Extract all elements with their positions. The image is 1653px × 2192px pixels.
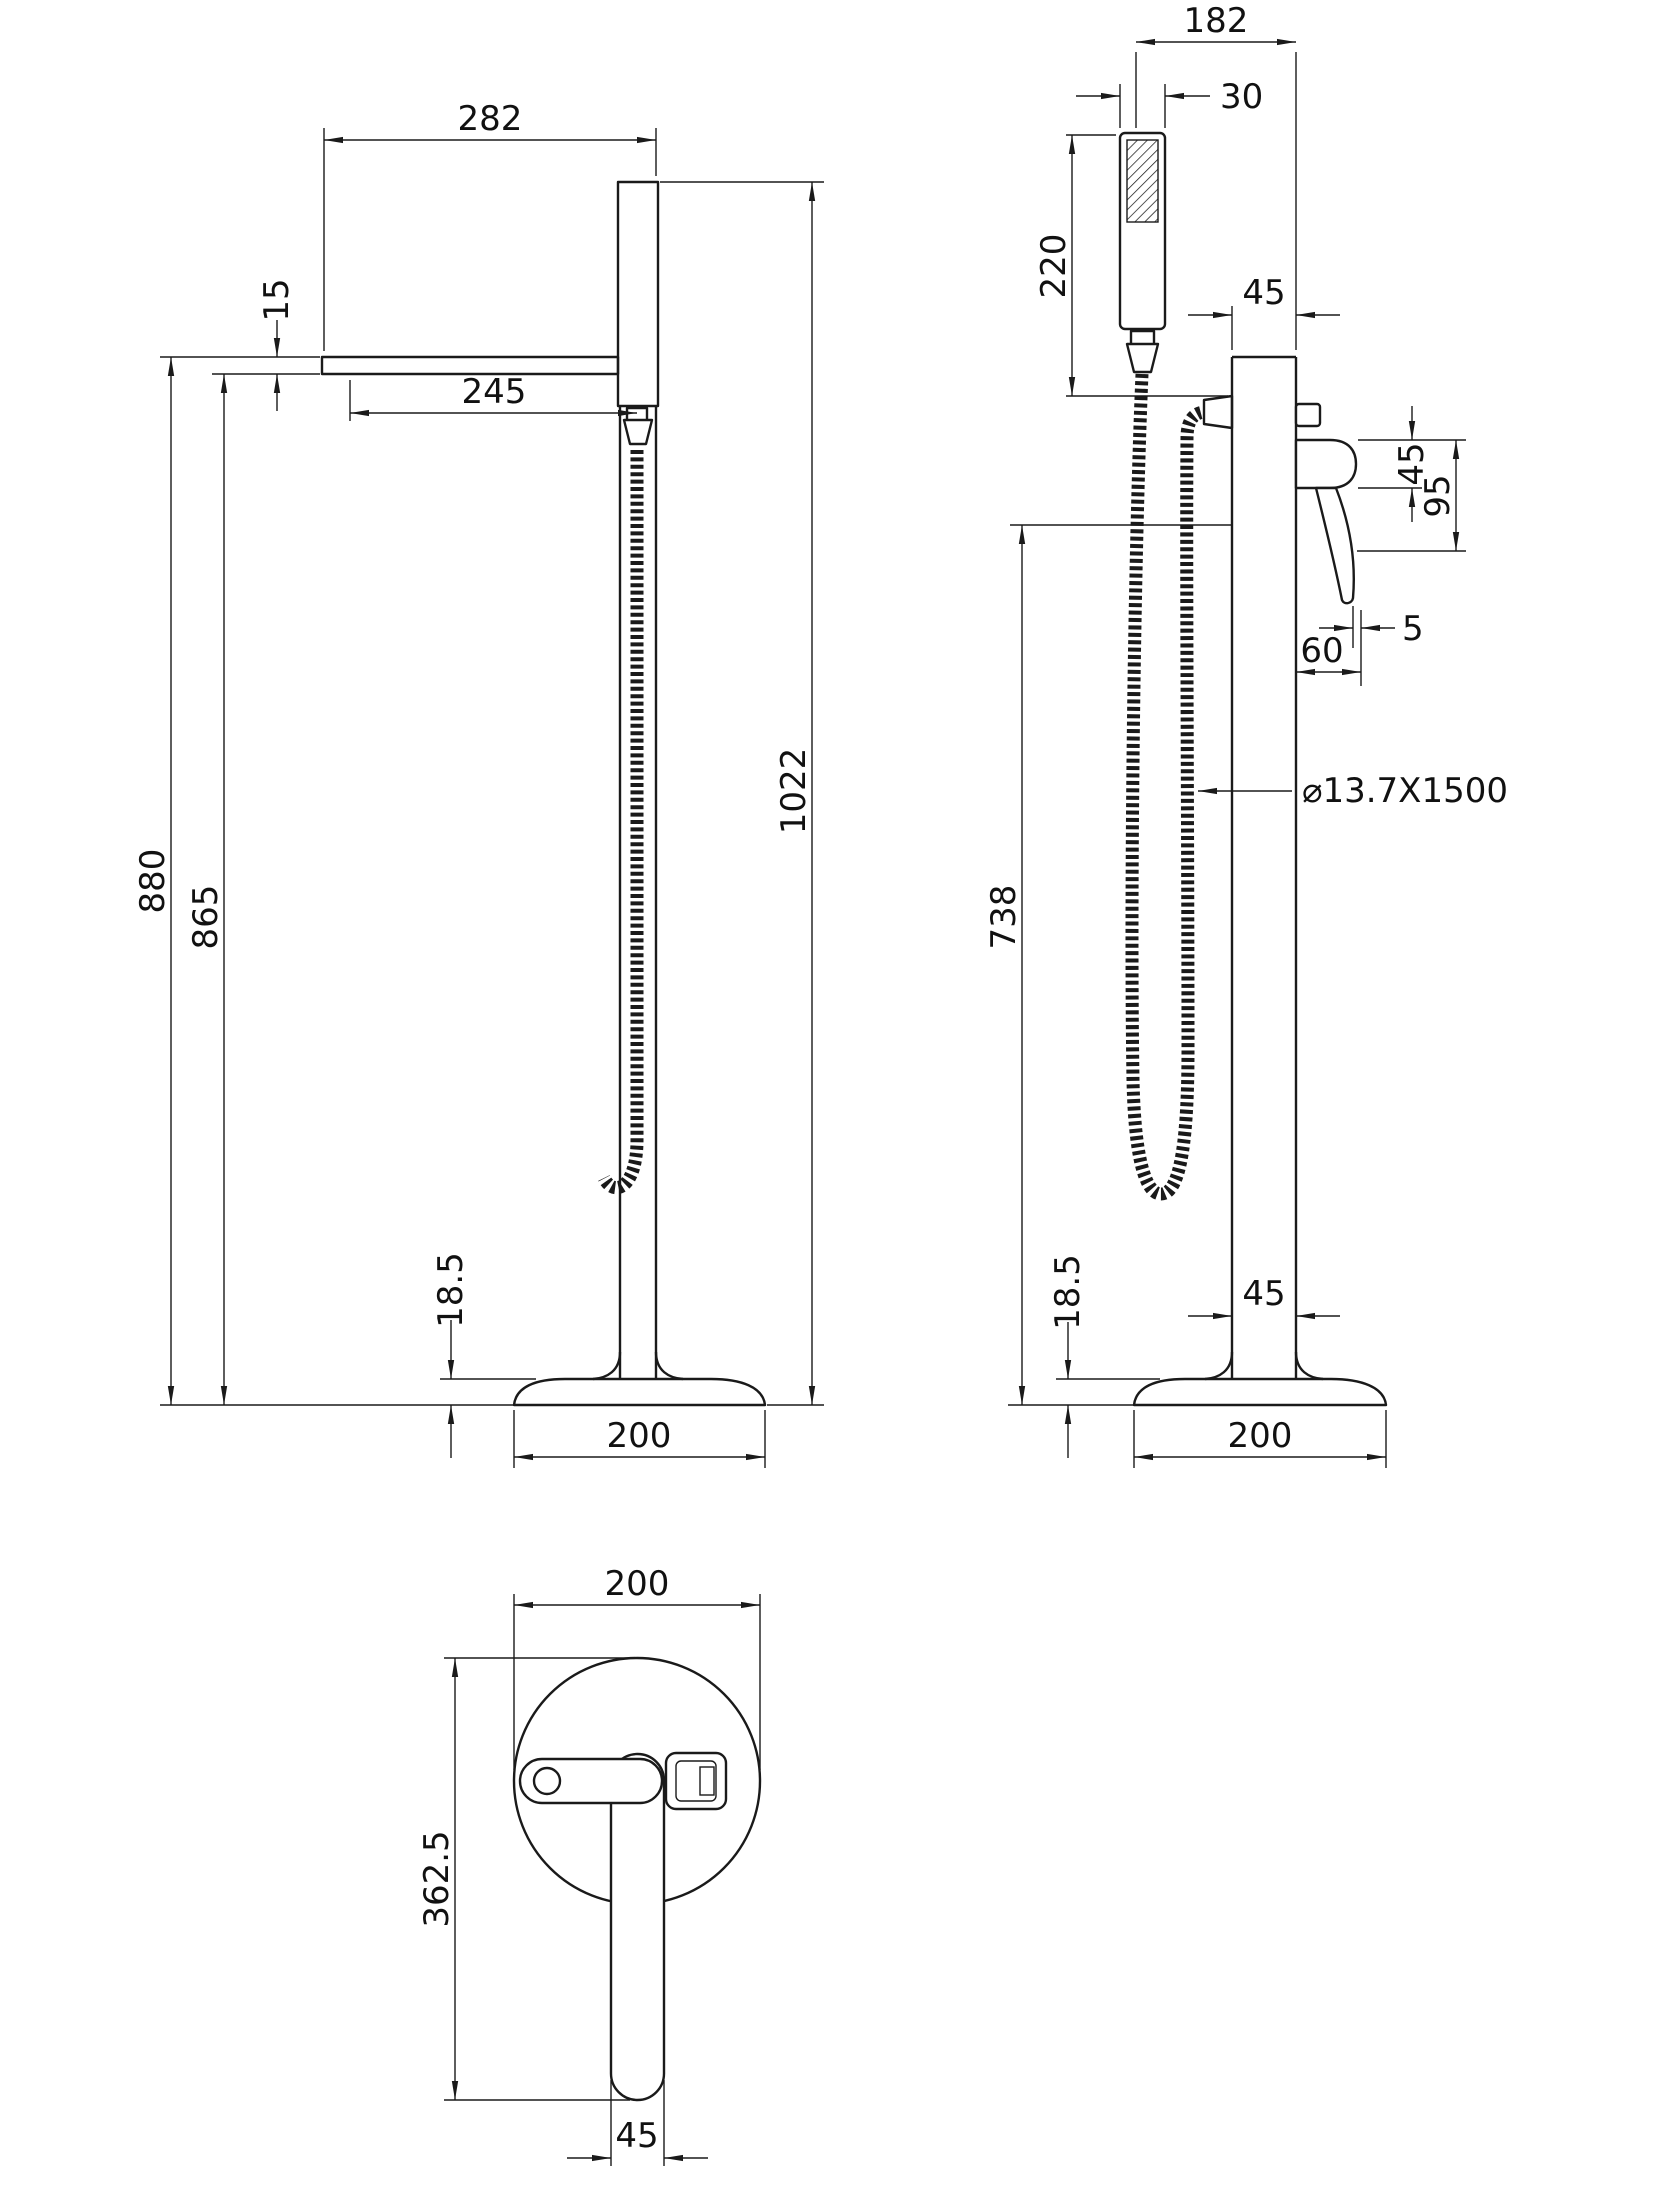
dim-label-lever-thickness: 45 [1392,442,1432,485]
dim-side-lever-floor-height: 738 [984,524,1232,1406]
hose-nut-handset [1125,329,1160,374]
dim-label-overall-height: 1022 [774,748,814,835]
dim-top-base-diameter: 200 [513,1564,761,1770]
dim-label-base-diameter-top: 200 [605,1564,670,1604]
column-front [618,406,658,1379]
base-fillet-side [1204,1351,1324,1381]
dim-front-base-diameter: 200 [513,1410,766,1468]
extension-line [660,181,824,1406]
spout-top [518,1757,664,1805]
dim-top-lever-reach: 362.5 [417,1657,630,2101]
dim-side-lever-height: 95 [1357,440,1466,552]
extension-line [513,1594,761,1770]
dim-side-lever-tip-gap: 5 [1319,606,1424,686]
dim-label-spout-thickness: 15 [257,278,297,321]
diverter-knob [1294,402,1322,428]
dim-label-lever-floor-height: 738 [984,885,1024,950]
dim-top-lever-width: 45 [567,2080,708,2166]
lever-blade-side [1314,486,1355,605]
dim-front-height-spout-underside: 865 [186,374,228,1405]
dim-front-height-spout-top: 880 [133,357,514,1406]
base-fillet-front [592,1351,684,1381]
dim-side-column-width-top: 45 [1188,273,1340,350]
extension-line [323,128,657,351]
extension-line [1352,606,1362,686]
spout-aerator [532,1766,562,1796]
column-side [1230,355,1298,1379]
dim-label-base-diameter: 200 [607,1416,672,1456]
dim-side-handset-length: 220 [1034,134,1228,397]
top-view: 200 362.5 45 [417,1564,762,2166]
handshower-front [616,180,660,408]
dim-side-base-thickness: 18.5 [1048,1254,1160,1458]
dim-label-overall-depth: 182 [1184,1,1249,41]
dim-label-height-spout-underside: 865 [186,885,226,950]
dim-label-column-width-top: 45 [1242,273,1285,313]
dim-side-lever-projection: 60 [1296,631,1361,676]
base-side [1132,1377,1388,1407]
dim-side-lever-thickness: 45 [1358,406,1466,522]
lever-top [609,1752,666,2102]
dim-label-lever-projection: 60 [1300,631,1343,671]
extension-line [1119,84,1166,128]
handshower-side [1118,131,1167,331]
dim-label-lever-height: 95 [1418,474,1458,517]
dim-label-column-width-bottom: 45 [1242,1274,1285,1314]
front-view: 282 15 245 880 865 1022 [133,99,824,1468]
handshower-top-inner [675,1760,717,1802]
dim-label-base-thickness-side: 18.5 [1048,1254,1088,1330]
lever-boss-side [1294,438,1358,490]
dim-front-overall-height: 1022 [660,181,824,1406]
dim-side-column-width-bottom: 45 [1188,1274,1340,1320]
dim-side-overall-depth: 182 [1135,1,1297,350]
dim-front-spout-projection: 245 [349,372,637,421]
spout-front [320,355,620,376]
handshower-spray-face [1126,139,1159,223]
dim-label-lever-tip-gap: 5 [1402,609,1424,649]
dim-label-spout-projection: 245 [462,372,527,412]
dim-side-handset-width: 30 [1076,77,1263,128]
extension-line [160,356,320,375]
dim-label-lever-width: 45 [615,2116,658,2156]
dim-front-spout-reach: 282 [323,99,657,351]
dim-label-base-thickness: 18.5 [431,1252,471,1328]
dim-label-spout-reach: 282 [458,99,523,139]
extension-line [1133,1410,1387,1468]
extension-line [610,2080,665,2166]
extension-line [1008,524,1232,1406]
extension-line [1135,52,1297,350]
extension-line [1066,134,1228,397]
dim-label-handset-length: 220 [1034,234,1074,299]
dim-label-base-diameter-side: 200 [1228,1416,1293,1456]
hose-cone-connector [1202,394,1234,430]
extension-line [513,1410,766,1468]
dim-label-hose-spec: ⌀13.7X1500 [1302,771,1508,811]
dim-label-handset-width: 30 [1220,77,1263,117]
hose-front [598,450,644,1195]
extension-line [444,1657,630,2101]
base-front [512,1377,767,1407]
dim-front-spout-thickness: 15 [160,278,320,411]
dim-side-base-diameter: 200 [1133,1410,1387,1468]
dim-front-base-thickness: 18.5 [431,1252,536,1458]
dim-side-hose-spec: ⌀13.7X1500 [1198,771,1508,811]
handshower-top-detail [699,1766,715,1796]
hose-side [1125,373,1206,1201]
dim-label-height-spout-top: 880 [133,849,173,914]
side-view: 182 30 220 45 45 [984,1,1508,1468]
dim-label-lever-reach: 362.5 [417,1830,457,1927]
